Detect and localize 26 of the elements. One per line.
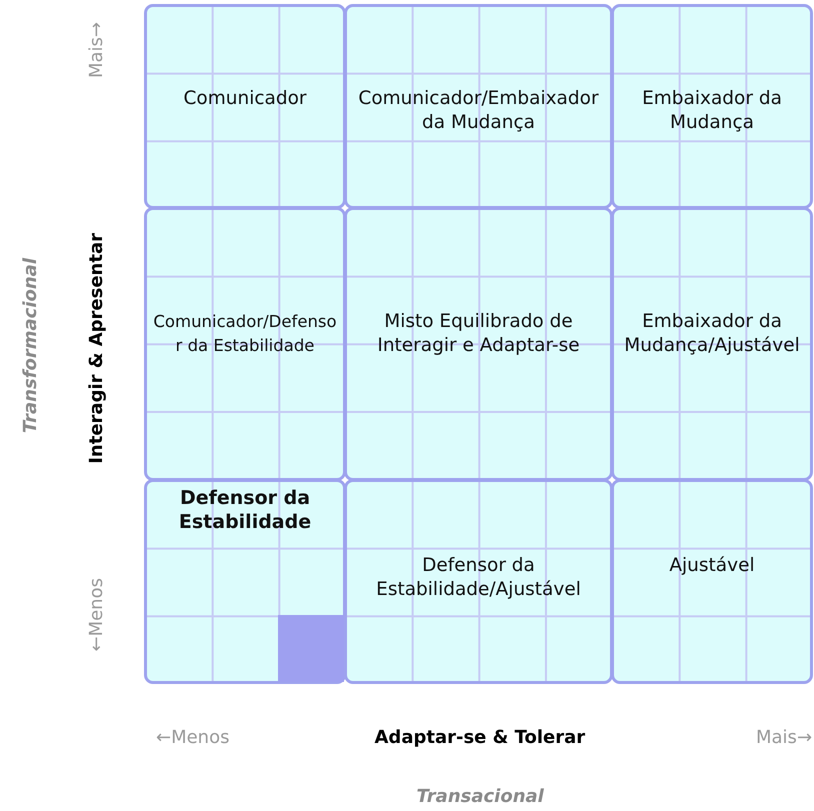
axis-category-label: Transacional [416,786,544,806]
cell-text: Embaixador da Mudança/Ajustável [623,310,801,358]
cell-text: Defensor da Estabilidade [178,486,312,534]
axis-end-label: ←Menos [86,578,106,652]
axis-end-label: Mais→ [756,726,812,748]
cell-text: Comunicador/Embaixador da Mudança [357,87,600,135]
axis-category-label: Transformacional [20,258,40,433]
cell-text: Embaixador da Mudança [641,87,783,135]
cell-text: Ajustável [668,554,756,578]
cell-text: Defensor da Estabilidade/Ajustável [375,554,582,602]
axis-end-label: ←Menos [156,726,230,748]
quadrant-panel [344,207,613,481]
quadrant-panel [144,479,346,684]
quadrant-panel [611,4,813,209]
axis-title: Interagir & Apresentar [86,232,106,464]
cell-text: Misto Equilibrado de Interagir e Adaptar-se [376,310,581,358]
quadrant-panel [611,479,813,684]
quadrant-panel [344,479,613,684]
quadrant-panel [144,4,346,209]
quadrant-panel [611,207,813,481]
quadrant-panel [144,207,346,481]
cell-text: Comunicador [182,87,308,111]
quadrant-panel [344,4,613,209]
cell-text: Comunicador/Defensor da Estabilidade [152,311,338,357]
axis-end-label: Mais→ [86,22,106,78]
axis-title: Adaptar-se & Tolerar [374,726,586,748]
